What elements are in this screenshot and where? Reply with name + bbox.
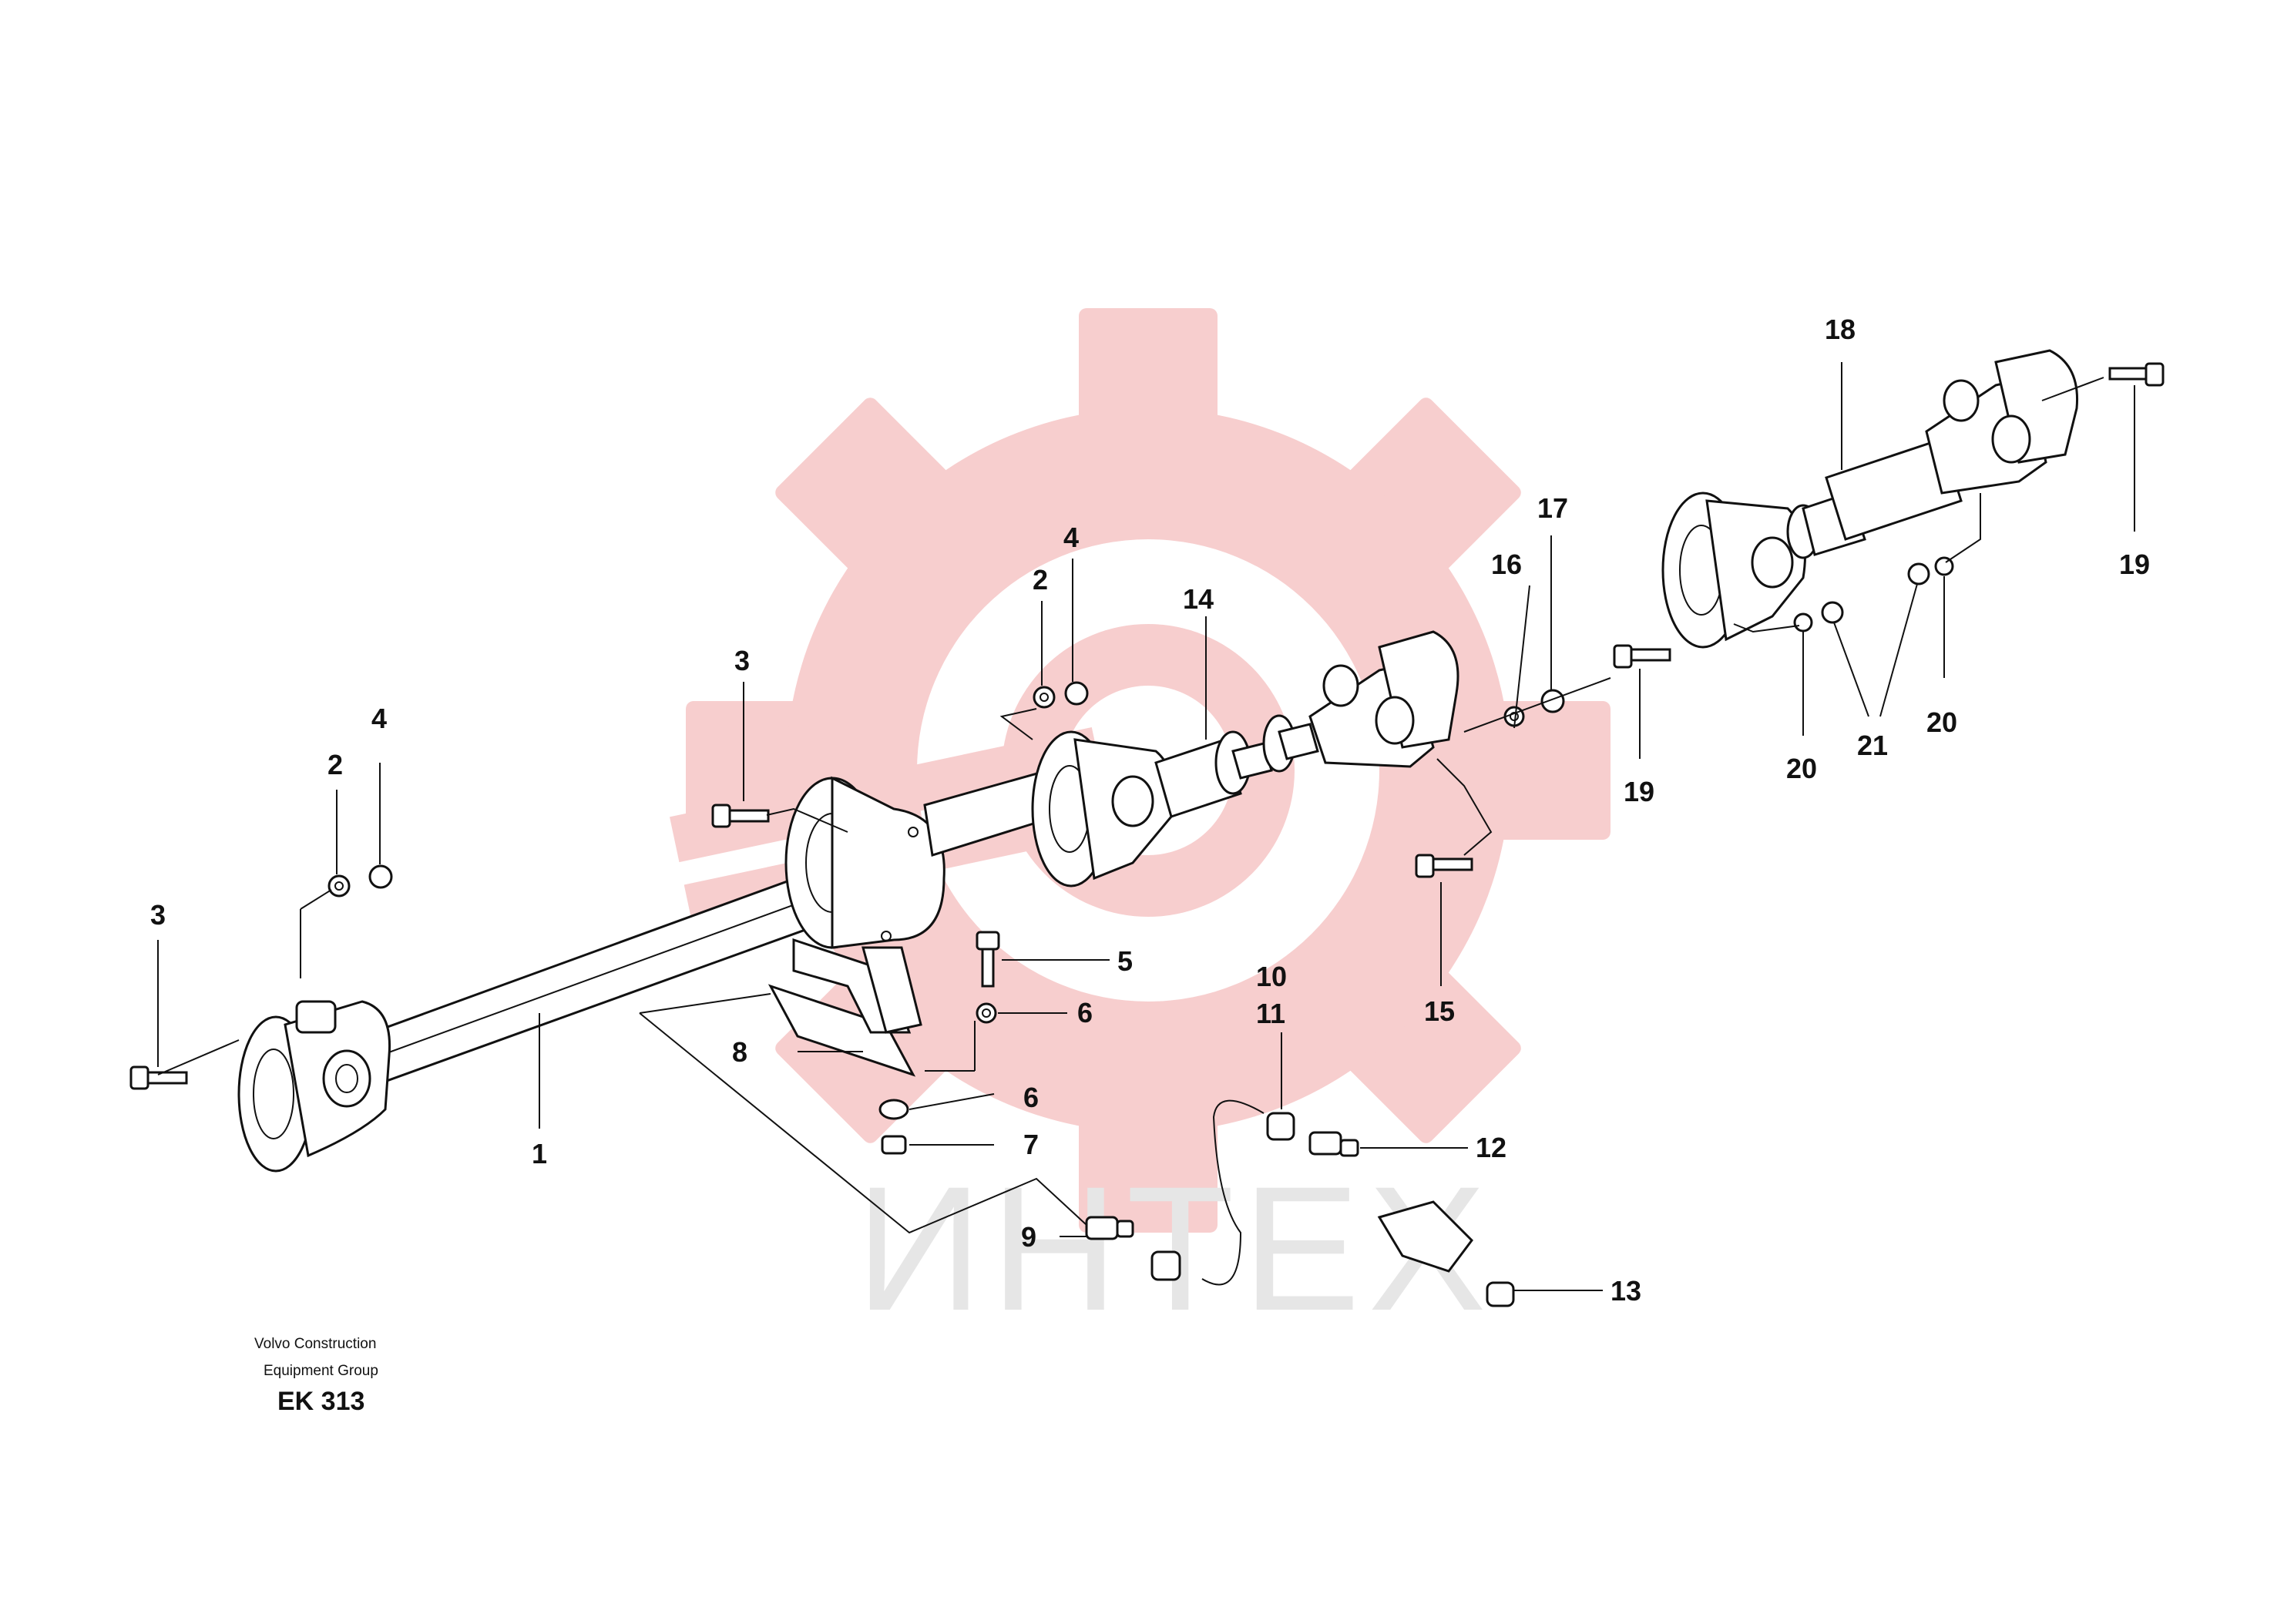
caption-line-2: Equipment Group [264, 1363, 378, 1379]
callout-12: 12 [1476, 1132, 1506, 1163]
callout-15: 15 [1424, 995, 1455, 1027]
callout-4-center: 4 [1063, 522, 1079, 553]
callout-16: 16 [1491, 549, 1522, 580]
left-flange-yoke [237, 1000, 391, 1173]
callout-3-left: 3 [150, 899, 166, 931]
watermark-text: ИНТЕХ [855, 1149, 1494, 1347]
caption-line-1: Volvo Construction [254, 1336, 376, 1352]
callout-3-center: 3 [734, 645, 750, 676]
callout-18: 18 [1825, 314, 1856, 345]
callout-7: 7 [1023, 1129, 1039, 1160]
intermediate-shaft [923, 630, 1459, 887]
callout-1: 1 [532, 1138, 547, 1169]
callout-19-left: 19 [1624, 776, 1654, 807]
callout-8: 8 [732, 1036, 747, 1068]
diagram-caption: Volvo Construction Equipment Group EK 31… [254, 1336, 378, 1416]
callout-20-left: 20 [1786, 753, 1817, 784]
callout-20-right: 20 [1926, 706, 1957, 738]
callout-17: 17 [1537, 492, 1568, 524]
main-drive-shaft [361, 869, 832, 1086]
callout-10: 10 [1256, 961, 1287, 992]
diagram-code: EK 313 [277, 1387, 364, 1416]
callout-13: 13 [1611, 1275, 1641, 1307]
callout-2-left: 2 [327, 749, 343, 780]
leader-lines [157, 362, 2135, 1291]
callout-14: 14 [1183, 583, 1214, 615]
callout-4-left: 4 [371, 703, 387, 734]
center-bearing-support [767, 776, 945, 1077]
hardware-items [129, 362, 2165, 1307]
rear-shaft-assembly [1661, 349, 2079, 649]
callout-9: 9 [1021, 1221, 1036, 1253]
callout-11: 11 [1256, 998, 1285, 1029]
callout-6-bottom: 6 [1023, 1082, 1039, 1113]
callout-2-center: 2 [1033, 564, 1048, 596]
callout-21: 21 [1857, 730, 1888, 761]
callout-labels: 1 2 2 3 3 4 4 5 6 6 7 8 9 10 11 12 13 14… [150, 314, 2150, 1307]
callout-5: 5 [1117, 945, 1133, 977]
callout-6-top: 6 [1077, 997, 1093, 1028]
callout-19-right: 19 [2119, 549, 2150, 580]
